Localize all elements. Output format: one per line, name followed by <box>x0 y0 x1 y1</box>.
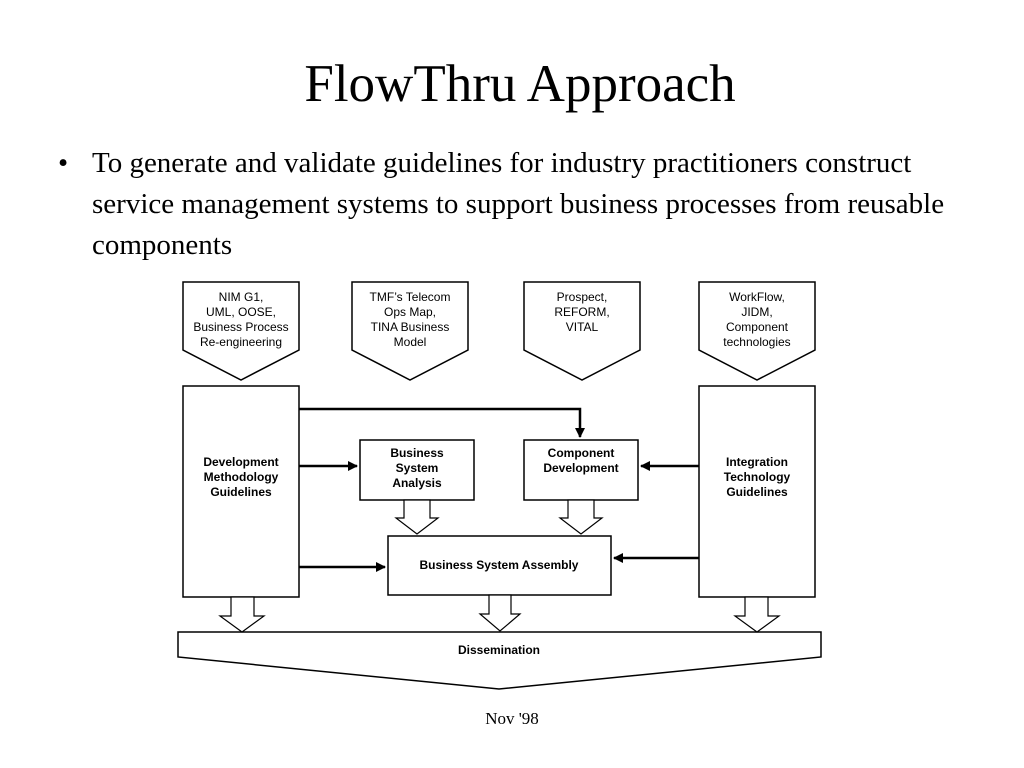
input-methods-line: Re-engineering <box>200 335 282 349</box>
input-projects-line: REFORM, <box>554 305 609 319</box>
business-analysis-box: Business System Analysis <box>359 439 475 501</box>
input-methods-line: UML, OOSE, <box>206 305 276 319</box>
input-telecom-line: Model <box>394 335 427 349</box>
input-telecom-line: TINA Business <box>371 320 450 334</box>
integration-line: Integration <box>726 455 788 469</box>
business-analysis-line: Business <box>390 446 444 460</box>
dissemination-label: Dissemination <box>458 643 540 657</box>
assembly-box: Business System Assembly <box>387 535 612 596</box>
integration-line: Technology <box>724 470 791 484</box>
input-box-technologies: WorkFlow, JIDM, Component technologies <box>698 281 816 381</box>
integration-box: Integration Technology Guidelines <box>698 385 816 598</box>
bullet-dot: • <box>58 147 69 179</box>
input-box-telecom: TMF’s Telecom Ops Map, TINA Business Mod… <box>351 281 469 381</box>
input-methods-line: NIM G1, <box>219 290 264 304</box>
hollow-arrow-analysis-down <box>394 499 440 535</box>
input-technologies-line: JIDM, <box>741 305 772 319</box>
connector-arrows <box>299 407 699 572</box>
business-analysis-line: System <box>396 461 439 475</box>
footer-date: Nov '98 <box>485 709 539 728</box>
hollow-arrows <box>218 499 781 633</box>
slide-title: FlowThru Approach <box>304 55 736 113</box>
arrow-dev-to-component <box>299 407 585 438</box>
hollow-arrow-assembly-down <box>478 594 522 632</box>
input-technologies-line: technologies <box>723 335 790 349</box>
bullet-text: To generate and validate guidelines for … <box>92 147 945 261</box>
input-projects-line: Prospect, <box>557 290 608 304</box>
dev-methodology-box: Development Methodology Guidelines <box>182 385 300 598</box>
dev-methodology-line: Guidelines <box>210 485 272 499</box>
component-dev-line: Development <box>543 461 618 475</box>
input-telecom-line: TMF’s Telecom <box>370 290 451 304</box>
business-analysis-line: Analysis <box>392 476 442 490</box>
integration-line: Guidelines <box>726 485 788 499</box>
component-dev-box: Component Development <box>523 439 639 501</box>
input-projects-line: VITAL <box>566 320 599 334</box>
dissemination-box: Dissemination <box>177 631 822 690</box>
component-dev-line: Component <box>548 446 615 460</box>
input-technologies-line: WorkFlow, <box>729 290 785 304</box>
hollow-arrow-integration-down <box>733 596 781 633</box>
input-telecom-line: Ops Map, <box>384 305 436 319</box>
input-technologies-line: Component <box>726 320 789 334</box>
hollow-arrow-component-down <box>558 499 604 535</box>
dev-methodology-line: Development <box>203 455 278 469</box>
hollow-arrow-dev-down <box>218 596 266 633</box>
input-box-projects: Prospect, REFORM, VITAL <box>523 281 641 381</box>
dev-methodology-line: Methodology <box>204 470 279 484</box>
input-methods-line: Business Process <box>193 320 288 334</box>
assembly-label: Business System Assembly <box>420 558 579 572</box>
input-box-methods: NIM G1, UML, OOSE, Business Process Re-e… <box>182 281 300 381</box>
